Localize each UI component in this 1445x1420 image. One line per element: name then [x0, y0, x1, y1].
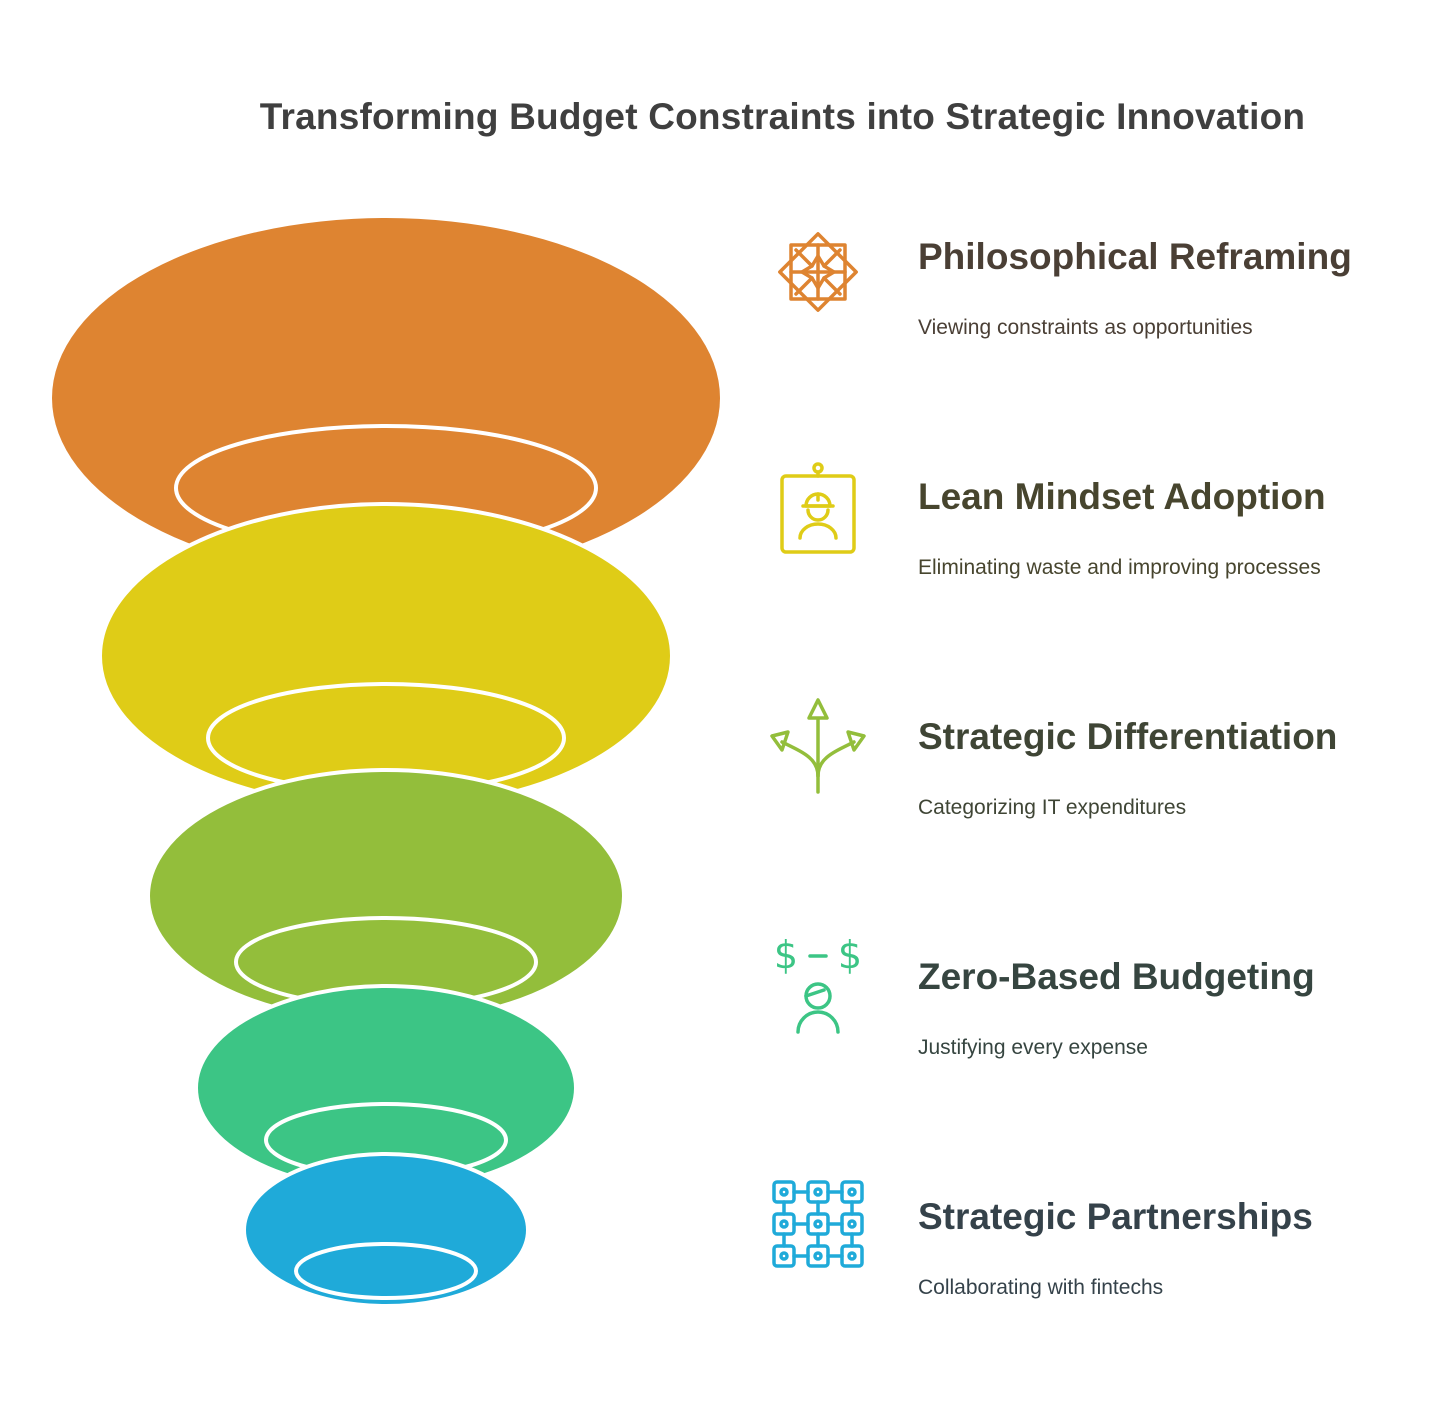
funnel-layer-ring [294, 1242, 478, 1300]
step-description: Eliminating waste and improving processe… [918, 556, 1321, 579]
step-label: Philosophical Reframing [918, 236, 1352, 277]
funnel-layer-lean-mindset-adoption [98, 502, 674, 810]
funnel-layer-body [242, 1152, 530, 1308]
step-description: Justifying every expense [918, 1036, 1148, 1059]
step-zero-based-budgeting: $ $ Zero-Based Budgeting Justifying ever… [760, 934, 1420, 1074]
step-label: Strategic Partnerships [918, 1196, 1313, 1237]
step-lean-mindset-adoption: Lean Mindset Adoption Eliminating waste … [760, 454, 1420, 594]
step-philosophical-reframing: Philosophical Reframing Viewing constrai… [760, 214, 1420, 354]
step-description: Collaborating with fintechs [918, 1276, 1164, 1299]
step-description: Categorizing IT expenditures [918, 796, 1187, 819]
funnel-diagram [52, 218, 720, 1308]
svg-text:$: $ [838, 934, 862, 977]
dollar-person-icon: $ $ [774, 934, 862, 1034]
svg-text:$: $ [774, 934, 798, 977]
network-grid-icon [772, 1180, 864, 1268]
funnel-layer-strategic-partnerships [242, 1152, 530, 1308]
step-label: Zero-Based Budgeting [918, 956, 1315, 997]
step-strategic-partnerships: Strategic Partnerships Collaborating wit… [760, 1174, 1420, 1314]
compass-rose-icon [778, 232, 858, 312]
step-label: Strategic Differentiation [918, 716, 1338, 757]
diagram-title: Transforming Budget Constraints into Str… [259, 96, 1306, 137]
worker-badge-icon [780, 462, 856, 554]
step-label: Lean Mindset Adoption [918, 476, 1326, 517]
branching-arrows-icon [770, 698, 866, 794]
step-description: Viewing constraints as opportunities [918, 316, 1253, 339]
funnel-layer-body [52, 218, 720, 578]
step-strategic-differentiation: Strategic Differentiation Categorizing I… [760, 694, 1420, 834]
funnel-layer-body [98, 502, 674, 810]
